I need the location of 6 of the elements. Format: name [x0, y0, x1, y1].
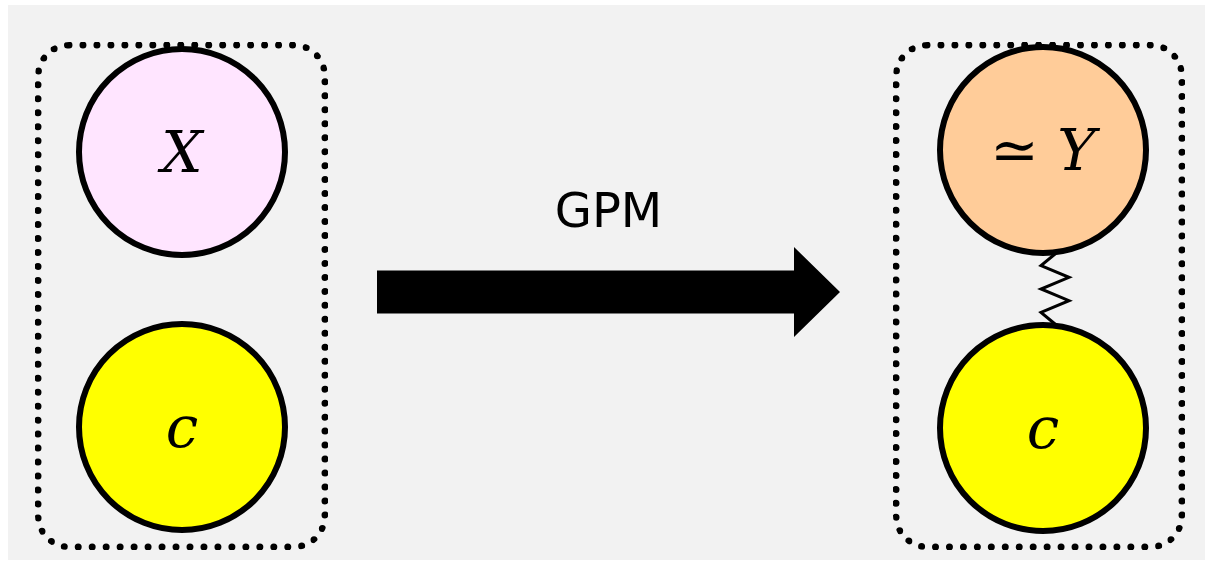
- edge-label: GPM: [554, 182, 663, 238]
- dotted-group: [893, 42, 1185, 550]
- math-symbol: c: [1026, 394, 1060, 462]
- block-arrow: [377, 247, 840, 337]
- math-symbol: c: [165, 393, 199, 461]
- dotted-group: [35, 42, 328, 550]
